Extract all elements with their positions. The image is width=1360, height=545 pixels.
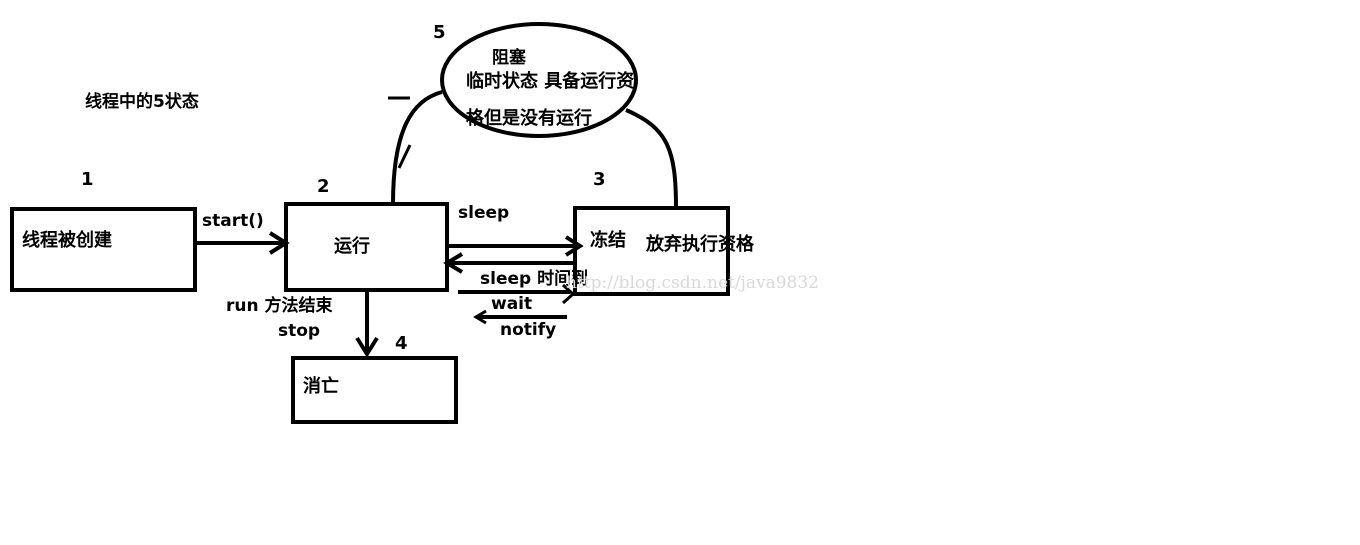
state-box-dead — [291, 356, 458, 424]
diagram-title: 线程中的5状态 — [85, 92, 199, 112]
state-desc-blocked-line2: 格但是没有运行 — [466, 108, 592, 129]
arrow-sleep — [447, 235, 584, 257]
state-ellipse-blocked — [440, 22, 638, 138]
watermark-text: http://blog.csdn.net/java9832 — [566, 273, 819, 293]
arrow-frozen-to-blocked — [625, 108, 678, 209]
transition-label-notify: notify — [500, 320, 557, 340]
state-label-created: 线程被创建 — [22, 230, 112, 251]
arrow-notify — [473, 309, 567, 325]
state-title-blocked: 阻塞 — [492, 48, 526, 68]
arrow-run-end — [355, 290, 379, 358]
arrow-start — [195, 231, 290, 255]
state-label-running: 运行 — [334, 236, 370, 257]
state-number-3: 3 — [593, 169, 606, 190]
state-box-created — [10, 207, 197, 292]
state-number-1: 1 — [81, 169, 94, 190]
transition-label-stop: stop — [278, 321, 321, 341]
state-label-dead: 消亡 — [303, 376, 339, 397]
arrow-blocked-to-running — [388, 90, 443, 205]
transition-label-sleep-timeout: sleep 时间到 — [480, 269, 589, 289]
transition-label-run-end: run 方法结束 — [226, 296, 333, 316]
state-number-4: 4 — [395, 333, 408, 354]
state-label-frozen: 冻结 — [590, 230, 626, 251]
arrow-wait — [458, 283, 576, 305]
transition-label-wait: wait — [491, 294, 533, 314]
state-number-5: 5 — [433, 22, 446, 43]
state-number-2: 2 — [317, 176, 330, 197]
transition-label-start: start() — [202, 211, 264, 231]
arrow-sleep-timeout — [443, 252, 575, 274]
transition-label-sleep: sleep — [458, 203, 510, 223]
state-note-frozen: 放弃执行资格 — [646, 234, 754, 255]
state-desc-blocked-line1: 临时状态 具备运行资 — [466, 71, 635, 92]
